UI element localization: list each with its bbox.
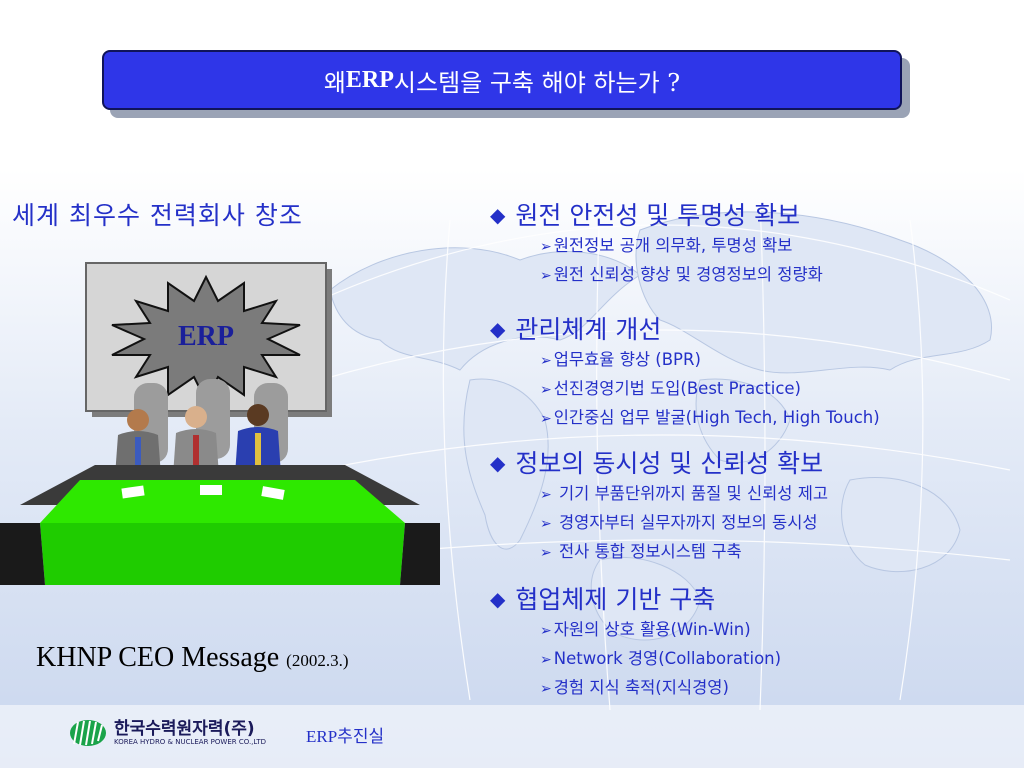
- arrow-bullet-icon: ➢: [540, 268, 552, 284]
- title-suffix: 시스템을 구축 해야 하는가 ?: [393, 68, 681, 97]
- vision-heading: 세계 최우수 전력회사 창조: [12, 201, 303, 230]
- section-collaboration: ◆협업체제 기반 구축 ➢자원의 상호 활용(Win-Win) ➢Network…: [490, 580, 781, 703]
- list-item: ➢ 기기 부품단위까지 품질 및 신뢰성 제고: [540, 484, 829, 503]
- list-item: ➢원전정보 공개 의무화, 투명성 확보: [540, 236, 793, 255]
- arrow-bullet-icon: ➢: [540, 353, 552, 369]
- list-item: ➢경험 지식 축적(지식경영): [540, 678, 729, 697]
- arrow-bullet-icon: ➢: [540, 516, 552, 532]
- section-title: ◆관리체계 개선: [490, 315, 662, 344]
- section-title: ◆정보의 동시성 및 신뢰성 확보: [490, 449, 824, 478]
- arrow-bullet-icon: ➢: [540, 411, 552, 427]
- logo-text: 한국수력원자력(주): [114, 718, 255, 739]
- list-item: ➢인간중심 업무 발굴(High Tech, High Touch): [540, 408, 880, 427]
- section-title: ◆원전 안전성 및 투명성 확보: [490, 201, 801, 230]
- list-item: ➢선진경영기법 도입(Best Practice): [540, 379, 801, 398]
- section-information-reliability: ◆정보의 동시성 및 신뢰성 확보 ➢ 기기 부품단위까지 품질 및 신뢰성 제…: [490, 444, 828, 567]
- company-logo: 한국수력원자력(주) KOREA HYDRO & NUCLEAR POWER C…: [68, 716, 266, 750]
- arrow-bullet-icon: ➢: [540, 545, 552, 561]
- title-highlight: ERP: [345, 66, 394, 93]
- section-safety-transparency: ◆원전 안전성 및 투명성 확보 ➢원전정보 공개 의무화, 투명성 확보 ➢원…: [490, 196, 823, 290]
- department-label: ERP추진실: [306, 727, 385, 746]
- meeting-illustration: ERP: [0, 262, 440, 585]
- green-tablecloth: [40, 480, 405, 523]
- arrow-bullet-icon: ➢: [540, 652, 552, 668]
- list-item: ➢Network 경영(Collaboration): [540, 649, 782, 668]
- section-management-system: ◆관리체계 개선 ➢업무효율 향상 (BPR) ➢선진경영기법 도입(Best …: [490, 310, 880, 433]
- khnp-logo-icon: [70, 720, 106, 746]
- list-item: ➢업무효율 향상 (BPR): [540, 350, 701, 369]
- arrow-bullet-icon: ➢: [540, 487, 552, 503]
- arrow-bullet-icon: ➢: [540, 623, 552, 639]
- title-prefix: 왜: [323, 68, 346, 97]
- diamond-bullet-icon: ◆: [490, 451, 506, 475]
- caption-date: (2002.3.): [286, 651, 349, 670]
- list-item: ➢ 경영자부터 실무자까지 정보의 동시성: [540, 513, 818, 532]
- diamond-bullet-icon: ◆: [490, 587, 506, 611]
- ceo-message-caption: KHNP CEO Message (2002.3.): [36, 642, 349, 674]
- logo-subtext: KOREA HYDRO & NUCLEAR POWER CO.,LTD: [114, 737, 267, 746]
- list-item: ➢자원의 상호 활용(Win-Win): [540, 620, 751, 639]
- caption-main: KHNP CEO Message: [36, 642, 287, 673]
- arrow-bullet-icon: ➢: [540, 681, 552, 697]
- erp-burst-label: ERP: [178, 321, 234, 352]
- arrow-bullet-icon: ➢: [540, 382, 552, 398]
- section-title: ◆협업체제 기반 구축: [490, 585, 716, 614]
- page-title: 왜 ERP 시스템을 구축 해야 하는가 ?: [102, 50, 902, 110]
- list-item: ➢원전 신뢰성 향상 및 경영정보의 정량화: [540, 265, 823, 284]
- diamond-bullet-icon: ◆: [490, 317, 506, 341]
- arrow-bullet-icon: ➢: [540, 239, 552, 255]
- diamond-bullet-icon: ◆: [490, 203, 506, 227]
- list-item: ➢ 전사 통합 정보시스템 구축: [540, 542, 742, 561]
